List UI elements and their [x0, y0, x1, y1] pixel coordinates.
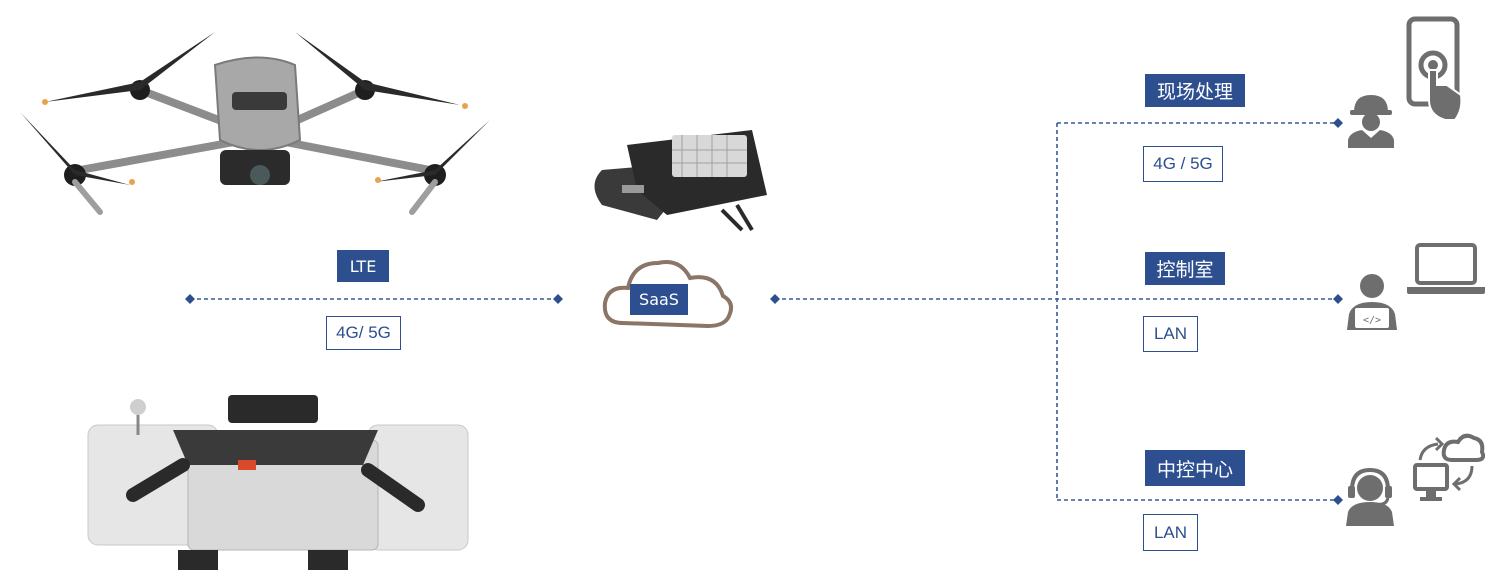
svg-text:</>: </> [1363, 315, 1381, 326]
drone-image [20, 32, 490, 215]
developer-icon: </> [1347, 274, 1397, 330]
docking-station-image [87, 395, 469, 570]
central-control-label: 中控中心 [1145, 450, 1245, 486]
control-room-label: 控制室 [1145, 252, 1225, 285]
operator-headset-icon [1346, 467, 1394, 526]
laptop-icon [1407, 243, 1485, 294]
lte-label: LTE [337, 250, 389, 282]
central-control-network-label: LAN [1143, 514, 1198, 551]
left-network-label: 4G/ 5G [326, 316, 401, 350]
control-room-network-label: LAN [1143, 316, 1198, 352]
edge-device-image [594, 130, 767, 232]
saas-label: SaaS [630, 284, 688, 315]
onsite-handling-label: 现场处理 [1145, 74, 1245, 107]
onsite-network-label: 4G / 5G [1143, 146, 1223, 182]
field-worker-icon [1348, 95, 1394, 148]
cloud-sync-icon [1413, 433, 1486, 501]
touch-phone-icon [1406, 16, 1463, 121]
